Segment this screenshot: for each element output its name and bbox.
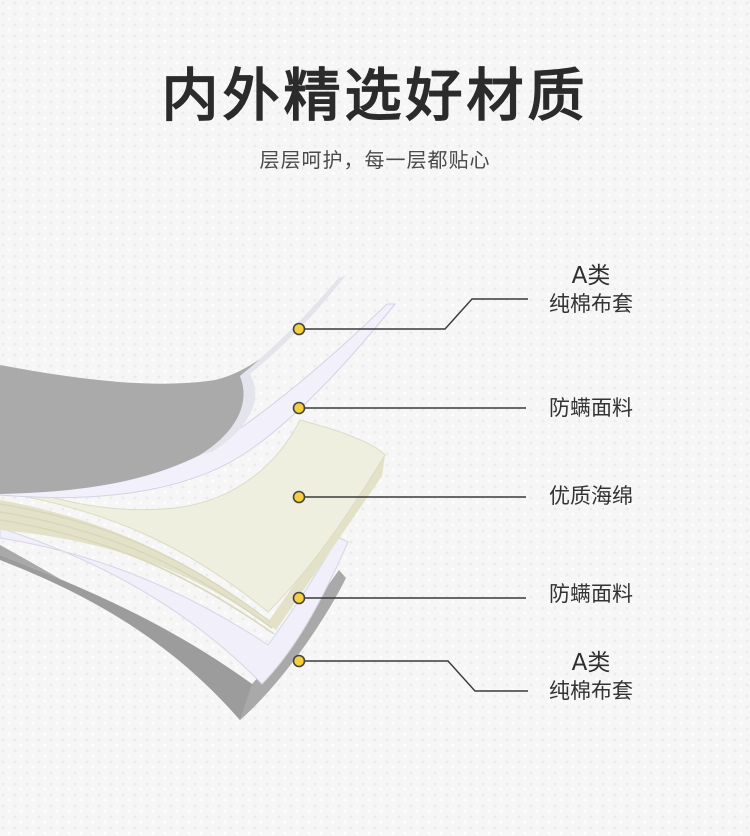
lower-mite-fabric-layer [0, 527, 349, 685]
bottom-cotton-cover-layer-shade [0, 555, 252, 720]
marker-dot-upper-mite [292, 401, 306, 415]
layer-grade: A类 [571, 650, 611, 676]
top-cotton-cover-highlight [200, 276, 345, 455]
marker-dot-bottom-cotton [292, 654, 306, 668]
layer-name: 防螨面料 [549, 582, 633, 606]
layer-name: 优质海绵 [549, 484, 633, 508]
layer-label-upper-mite: 防螨面料 [536, 394, 646, 422]
page-subtitle: 层层呵护，每一层都贴心 [259, 148, 491, 172]
layer-grade: A类 [571, 263, 611, 289]
top-cotton-cover-layer [0, 276, 345, 494]
leader-line-bottom-cotton [299, 660, 528, 692]
sponge-edge-lines [0, 503, 275, 635]
layer-label-bottom-cotton: A类 纯棉布套 [536, 649, 646, 705]
page-title: 内外精选好材质 [161, 63, 589, 129]
layer-name: 防螨面料 [549, 396, 633, 420]
sponge-layer [0, 419, 386, 613]
layer-name: 纯棉布套 [549, 292, 633, 316]
leader-line-top-cotton [299, 298, 528, 330]
marker-dot-top-cotton [292, 322, 306, 336]
layer-label-sponge: 优质海绵 [536, 482, 646, 510]
layer-label-top-cotton: A类 纯棉布套 [536, 262, 646, 318]
layer-label-lower-mite: 防螨面料 [536, 580, 646, 608]
marker-dot-lower-mite [292, 591, 306, 605]
layer-name: 纯棉布套 [549, 679, 633, 703]
marker-dot-sponge [292, 490, 306, 504]
